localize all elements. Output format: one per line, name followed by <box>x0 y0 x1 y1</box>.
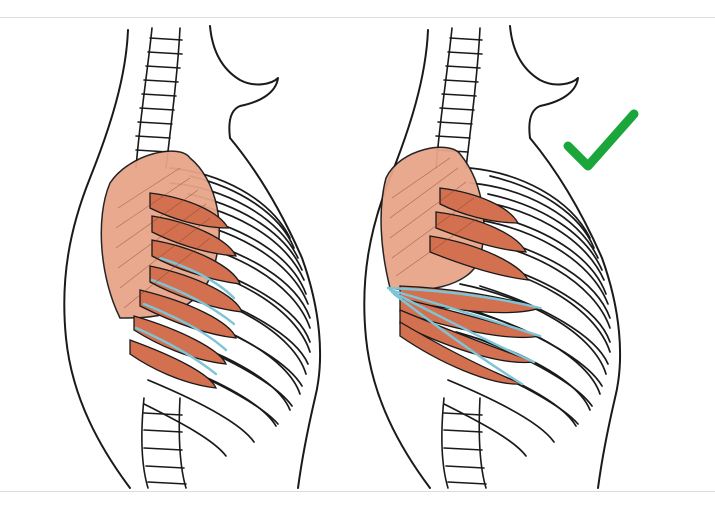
back-outline <box>63 29 131 489</box>
torso-drawing-right <box>363 25 622 489</box>
torso-illustration-right <box>340 18 670 490</box>
top-divider <box>0 17 715 18</box>
neck-outline <box>509 25 579 139</box>
chest-outline <box>529 137 622 489</box>
chest-outline <box>229 137 322 489</box>
neck-outline <box>209 25 279 139</box>
torso-drawing-left <box>63 25 322 489</box>
serratus-muscle-right <box>380 146 543 386</box>
serratus-muscle-left <box>100 150 243 389</box>
torso-illustration-left <box>40 18 370 490</box>
checkmark-icon <box>563 109 639 171</box>
back-outline <box>363 29 431 489</box>
bottom-divider <box>0 491 715 492</box>
